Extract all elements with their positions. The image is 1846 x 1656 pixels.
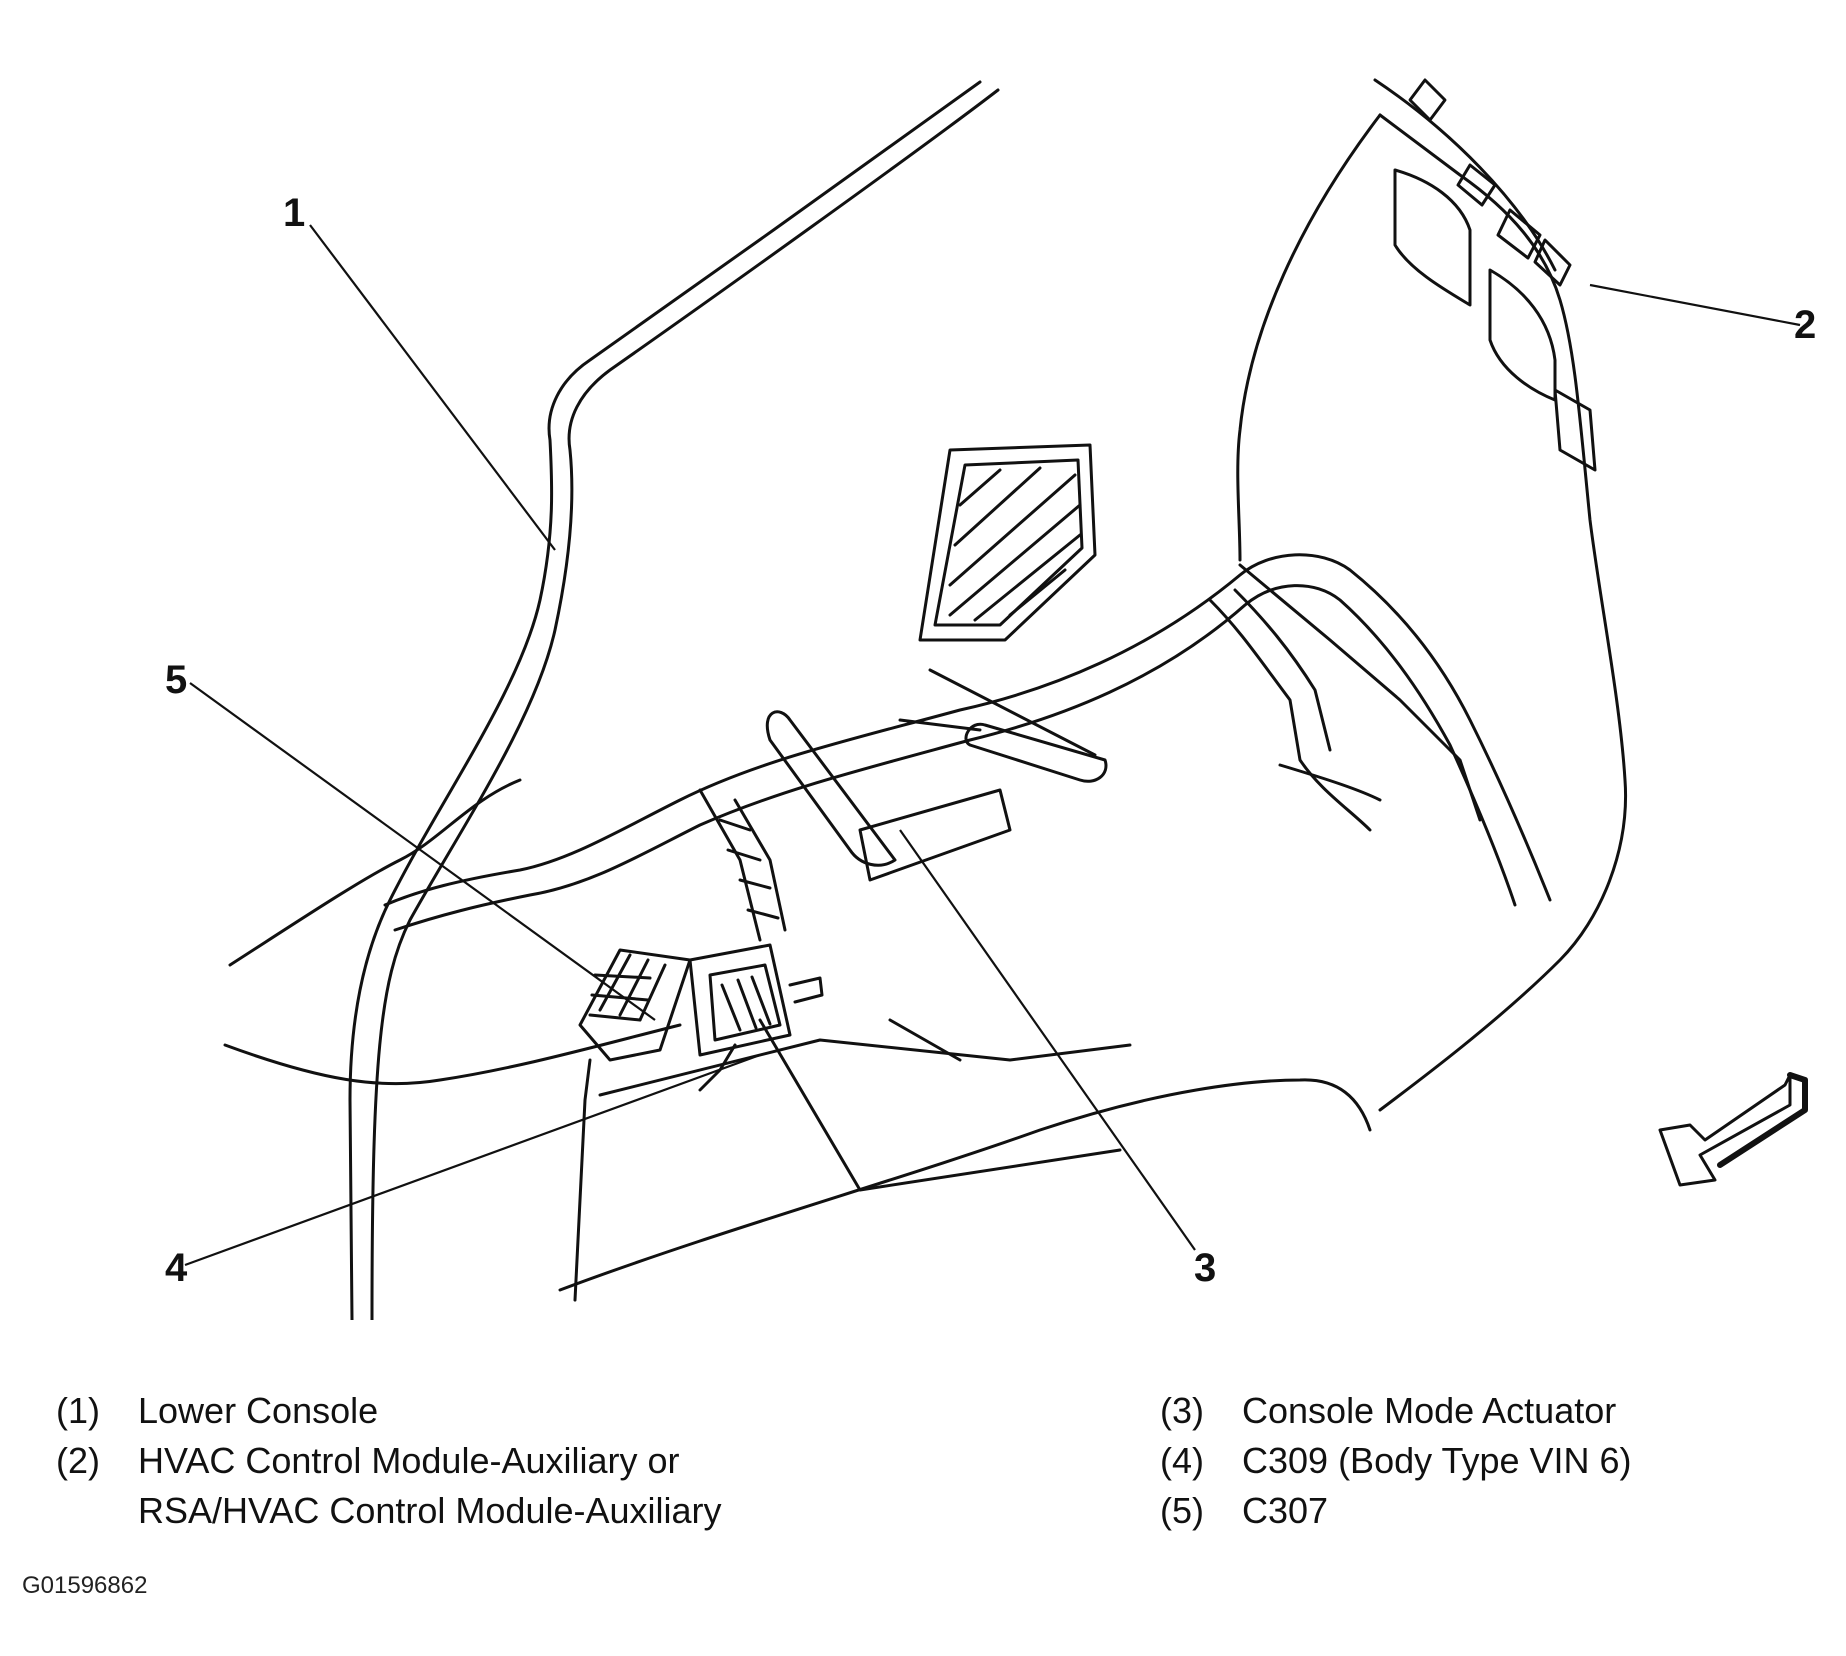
rear-console-panel <box>1236 113 1382 562</box>
legend-item-3: (3) Console Mode Actuator <box>1160 1386 1632 1436</box>
legend-text-line: RSA/HVAC Control Module-Auxiliary <box>138 1490 722 1531</box>
legend-text: C309 (Body Type VIN 6) <box>1242 1440 1632 1481</box>
rear-panel-vent-upper <box>1393 168 1472 307</box>
connector-c307 <box>578 948 692 1062</box>
floor-edge-lower <box>223 1023 682 1086</box>
legend-number: (2) <box>56 1440 100 1481</box>
console-grille-frame <box>918 443 1097 642</box>
hvac-module-switch-4 <box>1533 238 1572 287</box>
legend-item-2: (2) HVAC Control Module-Auxiliary or RSA… <box>56 1436 722 1536</box>
callout-1: 1 <box>283 191 306 235</box>
figure-id: G01596862 <box>22 1572 148 1599</box>
console-tray-inner <box>393 584 1517 932</box>
hvac-module-switch-3 <box>1496 208 1542 260</box>
legend-text: HVAC Control Module-Auxiliary or RSA/HVA… <box>138 1436 722 1536</box>
legend-number: (4) <box>1160 1440 1204 1481</box>
legend-text: Console Mode Actuator <box>1242 1390 1617 1431</box>
rear-console-top-trim <box>1373 78 1557 272</box>
leader-line-1 <box>309 224 556 551</box>
leader-line-2 <box>1589 283 1801 327</box>
rear-panel-vent-lower <box>1488 268 1557 402</box>
legend-item-5: (5) C307 <box>1160 1486 1632 1536</box>
tray-side-channel <box>1208 598 1372 832</box>
rear-panel-vent-small <box>1553 388 1597 472</box>
legend-number: (5) <box>1160 1490 1204 1531</box>
legend-item-1: (1) Lower Console <box>56 1386 722 1436</box>
console-grille-inner <box>933 458 1084 627</box>
rear-console-right-edge <box>1378 113 1628 1112</box>
console-grille-slats <box>948 466 1082 622</box>
legend-right-column: (3) Console Mode Actuator (4) C309 (Body… <box>1160 1386 1632 1536</box>
callout-5: 5 <box>165 658 188 702</box>
leader-line-5 <box>189 682 656 1021</box>
legend-text: C307 <box>1242 1490 1329 1531</box>
lower-console-outline <box>348 80 982 1320</box>
callout-3: 3 <box>1194 1246 1217 1290</box>
front-direction-arrow-icon <box>1658 1073 1792 1187</box>
hvac-module-switch-1 <box>1408 78 1447 122</box>
leader-line-3 <box>899 829 1196 1251</box>
console-line-drawing <box>184 78 1808 1320</box>
harness-wire <box>698 788 787 942</box>
console-mode-actuator-body <box>858 788 1012 882</box>
lower-console-inner-edge <box>370 88 1000 1320</box>
leader-line-4 <box>184 1053 761 1267</box>
callout-2: 2 <box>1794 303 1817 347</box>
connector-c309 <box>688 943 792 1057</box>
floor-edge-left <box>228 778 522 967</box>
console-tray-outline <box>383 553 1552 907</box>
console-mode-actuator-rod <box>765 710 897 867</box>
legend-left-column: (1) Lower Console (2) HVAC Control Modul… <box>56 1386 722 1536</box>
legend-text-line: HVAC Control Module-Auxiliary or <box>138 1440 680 1481</box>
floor-plane <box>558 1078 1372 1292</box>
legend-text: Lower Console <box>138 1390 379 1431</box>
legend-number: (3) <box>1160 1390 1204 1431</box>
hvac-module-switch-2 <box>1456 163 1497 207</box>
legend-item-4: (4) C309 (Body Type VIN 6) <box>1160 1436 1632 1486</box>
console-mode-actuator-rod-2 <box>964 722 1108 783</box>
callout-4: 4 <box>165 1246 188 1290</box>
legend-number: (1) <box>56 1390 100 1431</box>
